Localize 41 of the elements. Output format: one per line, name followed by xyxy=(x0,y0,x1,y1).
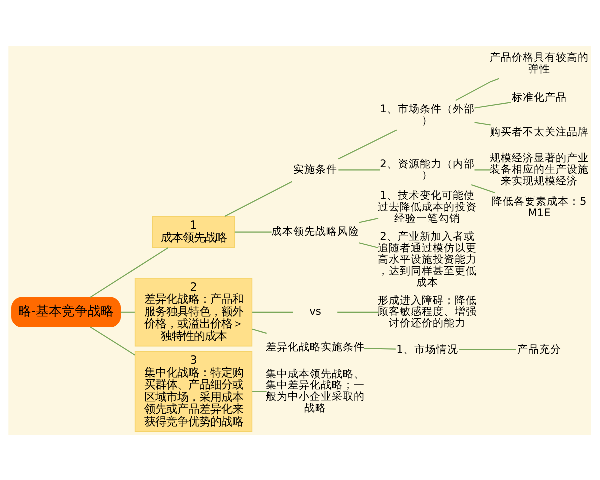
connector xyxy=(338,129,398,160)
node-text: 购买者不太关注品牌 xyxy=(490,124,589,138)
node-box: 1 成本领先战略 xyxy=(152,216,236,248)
connector xyxy=(224,180,293,217)
node-text: 产品价格具有较高的弹性 xyxy=(490,50,589,75)
connector xyxy=(252,328,267,334)
connector xyxy=(456,78,500,101)
node-text: 形成进入障碍；降低顾客敏感程度、增强讨价还价的能力 xyxy=(378,293,477,330)
node-text: 2、产业新加入者或追随者通过模仿以更高水平设施投资能力，达到同样甚至更低成本 xyxy=(378,230,477,288)
node-text: 2、资源能力（内部） xyxy=(380,156,475,182)
node-text: 集中成本领先战略、集中差异化战略；一般为中小企业采取的战略 xyxy=(266,366,366,414)
connector xyxy=(459,348,516,350)
node-box: 3 集中化战略：特定购买群体、产品细分或区域市场，采用成本领先或产品差异化来获得竞争优势的战略 xyxy=(134,350,253,432)
node-text: vs xyxy=(310,304,322,318)
connector xyxy=(474,169,491,170)
connector xyxy=(338,311,379,312)
node-text: 成本领先战略风险 xyxy=(272,224,360,238)
node-text: 1、技术变化可能使过去降低成本的投资经验一笔勾销 xyxy=(378,188,477,225)
connector xyxy=(120,311,135,312)
connector xyxy=(90,326,136,356)
node-text: 差异化战略实施条件 xyxy=(266,340,366,353)
connector xyxy=(252,311,294,312)
connector xyxy=(471,184,496,193)
node-text: 1、市场条件（外部） xyxy=(380,102,475,126)
node-box: 2 差异化战略：产品和服务独具特色，额外价格，或溢出价格＞独特性的成本 xyxy=(134,278,253,346)
connector xyxy=(234,231,272,232)
connector xyxy=(364,348,396,350)
node-text: 1、市场情况 xyxy=(396,342,458,356)
connector xyxy=(474,102,512,108)
node-text: 标准化产品 xyxy=(512,90,567,104)
node-text: 规模经济显著的产业装备相应的生产设施来实现规模经济 xyxy=(490,151,589,187)
node-text: 实施条件 xyxy=(294,162,338,176)
connector xyxy=(252,390,267,392)
connector xyxy=(474,122,491,126)
connector xyxy=(90,247,169,298)
node-text: 降低各要素成本：5M1E xyxy=(492,194,587,219)
node-box: 略-基本竞争战略 xyxy=(12,296,122,328)
connector xyxy=(359,242,379,248)
connector xyxy=(359,218,379,223)
node-text: 产品充分 xyxy=(517,342,562,356)
connector xyxy=(338,169,380,170)
